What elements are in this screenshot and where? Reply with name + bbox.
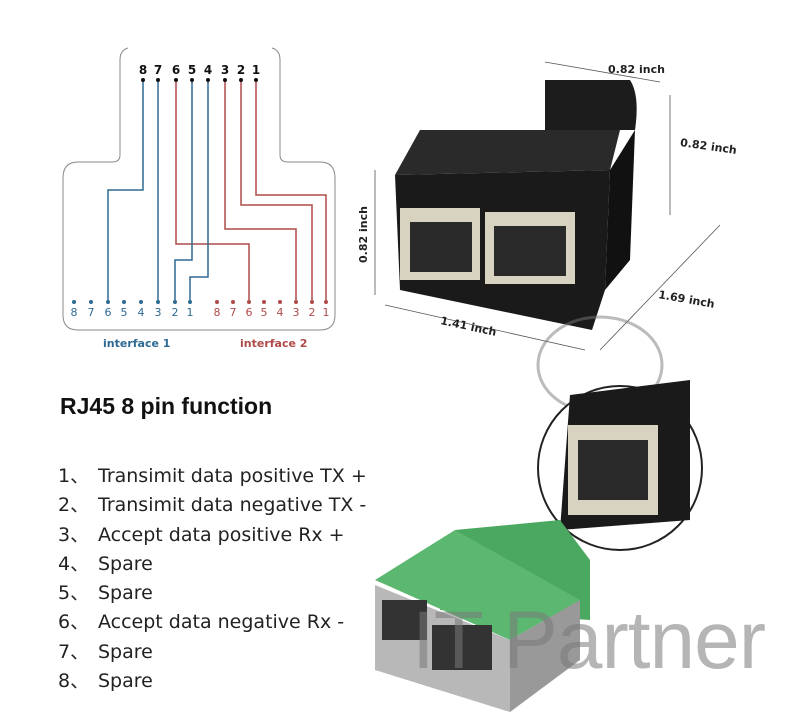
wire-8 [107,80,144,302]
page-title: RJ45 8 pin function [60,393,273,419]
pin-description: Accept data positive Rx + [98,523,345,546]
top-pin-label: 7 [153,63,163,77]
pin-number: 3、 [58,523,90,546]
pin-function-item: 5、 Spare [58,579,367,608]
interface2-pin-label: 3 [292,306,300,319]
interface2-pin-label: 1 [322,306,330,319]
interface2-pin-label: 8 [213,306,221,319]
pin-dot [122,300,126,304]
interface2-pin-label: 2 [308,306,316,319]
top-pin-label: 6 [171,63,181,77]
pin-dot [156,78,160,82]
pin-number: 7、 [58,640,90,663]
wire-6 [175,80,250,302]
dim-front-height: 0.82 inch [356,206,370,263]
pin-description: Accept data negative Rx - [98,611,345,634]
pin-dot [247,300,251,304]
wire-5 [174,80,193,302]
interface2-pin-label: 4 [276,306,284,319]
pin-dot [174,78,178,82]
pin-dot [141,78,145,82]
interface1-pin-label: 6 [104,306,112,319]
interface2-pin-label: 7 [229,306,237,319]
interface2-label: interface 2 [240,337,308,350]
top-pin-label: 4 [203,63,213,77]
diagram-outline [62,47,336,331]
pin-function-item: 2、 Transimit data negative TX - [58,491,367,520]
pin-number: 5、 [58,582,90,605]
pin-number: 6、 [58,611,90,634]
pin-dot [188,300,192,304]
pin-number: 4、 [58,552,90,575]
pin-dot [139,300,143,304]
pin-number: 2、 [58,494,90,517]
interface2-pin-label: 6 [245,306,253,319]
interface1-pin-label: 2 [171,306,179,319]
pin-function-item: 3、 Accept data positive Rx + [58,521,367,550]
pin-function-list: 1、 Transimit data positive TX + 2、 Transimi… [58,462,367,696]
pin-dot [156,300,160,304]
interface1-pin-label: 5 [120,306,128,319]
interface1-pin-label: 7 [87,306,95,319]
pin-dot [254,78,258,82]
pin-function-item: 6、 Accept data negative Rx - [58,608,367,637]
top-pin-label: 8 [138,63,148,77]
pin-dot [190,78,194,82]
pin-function-item: 7、 Spare [58,638,367,667]
pin-function-item: 1、 Transimit data positive TX + [58,462,367,491]
pin-dot [324,300,328,304]
interface1-label: interface 1 [103,337,171,350]
pin-dot [262,300,266,304]
pin-description: Spare [98,552,153,575]
interface1-pin-label: 1 [186,306,194,319]
pin-description: Transimit data negative TX - [98,494,367,517]
wire-4 [189,80,209,302]
pin-dot [89,300,93,304]
top-pin-label: 2 [236,63,246,77]
pin-description: Spare [98,582,153,605]
pin-dot [223,78,227,82]
pin-number: 1、 [58,465,90,487]
top-pin-label: 1 [251,63,261,77]
pin-description: Transimit data positive TX + [98,465,367,487]
wire-3 [224,80,297,302]
pin-function-item: 4、 Spare [58,550,367,579]
dim-top-width: 0.82 inch [608,63,665,76]
top-pin-label: 3 [220,63,230,77]
pin-function-item: 8、 Spare [58,667,367,696]
top-pin-label: 5 [187,63,197,77]
pin-description: Spare [98,670,153,693]
interface1-pin-label: 4 [137,306,145,319]
pin-number: 8、 [58,670,90,693]
pin-dot [72,300,76,304]
pin-dot [215,300,219,304]
pin-dot [278,300,282,304]
interface1-pin-label: 8 [70,306,78,319]
wire-2 [240,80,313,302]
interface1-pin-label: 3 [154,306,162,319]
pin-dot [294,300,298,304]
adapter-photo [395,80,637,330]
pin-dot [206,78,210,82]
pin-dot [173,300,177,304]
pin-description: Spare [98,640,153,663]
wire-1 [255,80,327,302]
watermark: IT Partner [412,595,766,686]
pin-dot [239,78,243,82]
pin-dot [231,300,235,304]
interface2-pin-label: 5 [260,306,268,319]
pin-dot [310,300,314,304]
pin-dot [106,300,110,304]
